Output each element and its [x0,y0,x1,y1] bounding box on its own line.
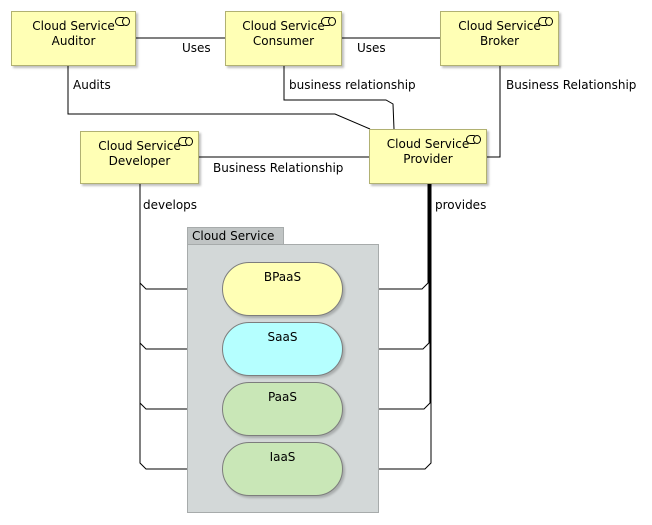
broker-provider-line [487,66,501,158]
label-consumer-broker: Uses [357,41,386,55]
provides-line-paas [343,184,431,410]
service-label: SaaS [267,330,298,344]
label-auditor-consumer: Uses [182,41,211,55]
service-saas[interactable]: SaaS [222,322,343,376]
label-auditor-provider: Audits [73,78,111,92]
role-provider[interactable]: Cloud Service Provider [369,129,487,184]
service-label: IaaS [269,450,296,464]
role-title-line2: Provider [403,152,453,166]
label-broker-provider: Business Relationship [506,78,637,92]
provides-line-iaas [343,184,432,470]
role-consumer[interactable]: Cloud Service Consumer [225,11,342,66]
consumer-provider-line [283,66,395,130]
role-title-line1: Cloud Service [386,137,470,151]
label-develops: develops [143,198,198,212]
label-developer-provider: Business Relationship [213,161,344,175]
role-broker[interactable]: Cloud Service Broker [440,11,559,66]
service-iaas[interactable]: IaaS [222,442,343,496]
role-developer[interactable]: Cloud Service Developer [80,131,199,184]
service-label: PaaS [267,390,298,404]
role-auditor[interactable]: Cloud Service Auditor [11,11,136,66]
provides-line-saas [343,184,430,350]
label-provides: provides [435,198,487,212]
develops-line-iaas [139,184,223,470]
role-title-line1: Cloud Service [98,139,181,153]
business-role-icon [115,17,130,26]
group-title: Cloud Service [187,227,284,245]
role-title-line1: Cloud Service [242,19,325,33]
role-title-line2: Auditor [51,34,96,48]
role-title-line2: Developer [108,154,171,168]
role-title-line2: Consumer [252,34,315,48]
service-label: BPaaS [263,270,302,284]
label-consumer-provider: business relationship [289,78,416,92]
business-role-icon [538,17,553,26]
service-paas[interactable]: PaaS [222,382,343,436]
service-bpaas[interactable]: BPaaS [222,262,343,316]
role-title-line1: Cloud Service [32,19,115,33]
role-title-line1: Cloud Service [458,19,541,33]
provides-line-bpaas [343,184,429,290]
business-role-icon [466,135,481,144]
auditor-provider-line [67,66,371,130]
business-role-icon [321,17,336,26]
role-title-line2: Broker [479,34,520,48]
business-role-icon [178,137,193,146]
